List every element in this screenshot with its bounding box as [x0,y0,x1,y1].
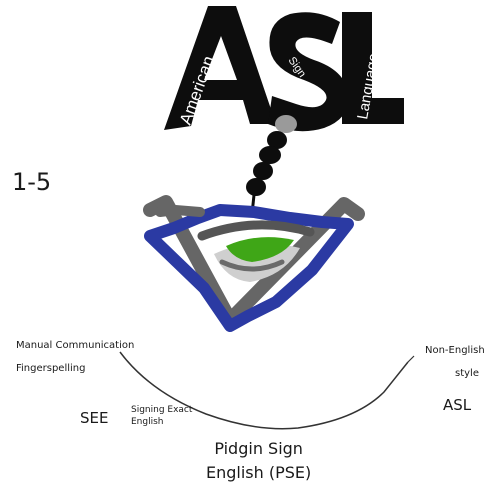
continuum-arc [119,351,409,430]
logo-letter-l [342,12,404,124]
signing-exact-line1: Signing Exact [131,405,193,415]
eye-dark-band [197,220,315,241]
stem-dot [267,131,287,149]
signing-exact-english-label: Signing Exact English [131,406,192,427]
asl-logo: American Sign Language [164,6,404,132]
stem-dot [259,146,281,164]
fingerspelling-label: Fingerspelling [16,363,86,374]
pse-line1: Pidgin Sign [214,439,303,458]
eye-dark-lid [219,259,285,272]
stem-dot [253,162,273,180]
see-label: SEE [80,409,109,427]
pse-line2: English (PSE) [206,463,312,482]
stem-dot [246,178,266,196]
cup-drawing [143,195,365,332]
eye-green [226,237,294,262]
manual-communication-label: Manual Communication [16,340,135,351]
stem-dot [275,115,297,133]
logo-letter-a [164,6,276,130]
signing-exact-line2: English [131,417,164,427]
cup-gray-wing-left [155,204,205,217]
logo-letter-s [268,12,349,132]
asl-label: ASL [443,396,472,414]
style-label: style [455,368,479,379]
non-english-label: Non-English [425,345,485,356]
continuum-arc-tick [407,355,415,363]
pidgin-sign-english-label: Pidgin Sign English (PSE) [206,441,311,481]
stem-dots [246,115,297,215]
range-label: 1-5 [12,168,52,196]
